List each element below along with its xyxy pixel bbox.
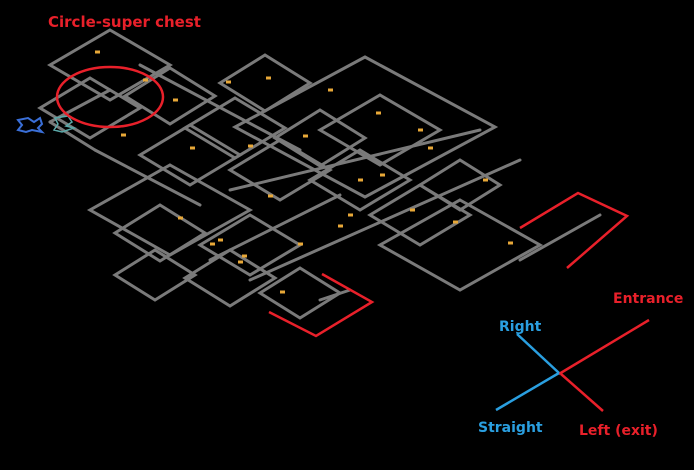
door-marker bbox=[268, 194, 273, 198]
door-marker bbox=[178, 216, 183, 220]
door-marker bbox=[328, 88, 333, 92]
door-marker bbox=[266, 76, 271, 80]
portal-markers bbox=[16, 115, 77, 134]
door-marker bbox=[348, 213, 353, 217]
room-wall bbox=[217, 53, 313, 113]
portal-teal-icon bbox=[52, 115, 77, 133]
room-wall bbox=[197, 213, 303, 277]
portal-blue-icon bbox=[16, 116, 46, 134]
door-marker bbox=[226, 80, 231, 84]
map-walls bbox=[37, 28, 602, 320]
corridor-wall bbox=[338, 158, 522, 242]
door-marker bbox=[380, 173, 385, 177]
room-wall bbox=[137, 123, 243, 187]
room-wall bbox=[317, 93, 443, 167]
map-doors bbox=[95, 50, 513, 294]
room-wall bbox=[257, 266, 343, 320]
room-wall bbox=[376, 198, 544, 292]
door-marker bbox=[143, 78, 148, 82]
room-wall bbox=[122, 66, 218, 126]
super-chest-label: Circle-super chest bbox=[48, 13, 201, 31]
door-marker bbox=[483, 178, 488, 182]
room-wall bbox=[227, 138, 333, 202]
door-marker bbox=[508, 241, 513, 245]
door-marker bbox=[358, 178, 363, 182]
door-marker bbox=[410, 208, 415, 212]
corridor-wall bbox=[318, 288, 352, 302]
door-marker bbox=[453, 220, 458, 224]
exit-bracket bbox=[268, 272, 375, 338]
door-marker bbox=[376, 111, 381, 115]
room-wall bbox=[47, 28, 173, 102]
room-wall bbox=[272, 108, 368, 168]
legend-line-entrance bbox=[558, 318, 650, 376]
room-wall bbox=[307, 148, 413, 212]
door-marker bbox=[238, 260, 243, 264]
super-chest-circle bbox=[55, 65, 165, 129]
door-marker bbox=[95, 50, 100, 54]
corridor-wall bbox=[228, 128, 482, 192]
room-wall bbox=[182, 248, 278, 308]
door-marker bbox=[303, 134, 308, 138]
door-marker bbox=[210, 242, 215, 246]
door-marker bbox=[248, 144, 253, 148]
corridor-wall bbox=[138, 63, 302, 152]
room-wall bbox=[112, 203, 208, 263]
door-marker bbox=[121, 133, 126, 137]
entrance-bracket bbox=[519, 191, 630, 269]
room-wall bbox=[231, 55, 499, 199]
room-wall bbox=[417, 158, 503, 212]
door-marker bbox=[338, 224, 343, 228]
legend-line-right bbox=[516, 333, 560, 374]
door-marker bbox=[428, 146, 433, 150]
corridor-wall bbox=[518, 213, 602, 262]
door-marker bbox=[242, 254, 247, 258]
legend-left-exit-label: Left (exit) bbox=[579, 423, 658, 439]
corridor-wall bbox=[93, 148, 202, 207]
door-marker bbox=[298, 242, 303, 246]
corridor-wall bbox=[48, 120, 97, 152]
door-marker bbox=[190, 146, 195, 150]
legend-line-left-exit bbox=[560, 373, 604, 412]
legend-entrance-label: Entrance bbox=[613, 291, 684, 307]
door-marker bbox=[418, 128, 423, 132]
door-marker bbox=[218, 238, 223, 242]
legend-straight-label: Straight bbox=[478, 420, 543, 436]
legend-right-label: Right bbox=[499, 319, 542, 335]
legend-line-straight bbox=[495, 371, 560, 412]
door-marker bbox=[173, 98, 178, 102]
corridor-wall bbox=[248, 238, 342, 282]
corridor-wall bbox=[208, 193, 342, 262]
door-marker bbox=[280, 290, 285, 294]
room-wall bbox=[112, 248, 198, 302]
